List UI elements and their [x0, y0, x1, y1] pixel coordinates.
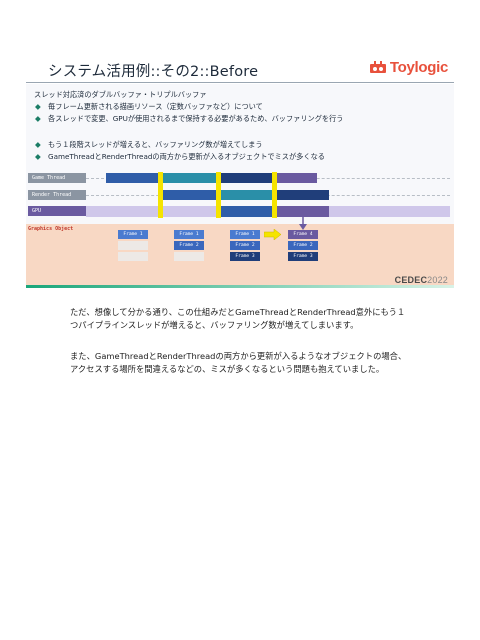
frame-buffer: Frame 1	[118, 230, 148, 239]
cedec-logo: CEDEC2022	[394, 275, 448, 285]
row-label-game-thread: Game Thread	[28, 173, 86, 183]
bullet-item: ◆ もう１段階スレッドが増えると、バッファリング数が増えてしまう	[35, 140, 263, 149]
slide-title: システム活用例::その2::Before	[48, 64, 259, 80]
gpu-bar	[221, 206, 273, 217]
frame-buffer-empty	[118, 241, 148, 250]
bullet-item: ◆ 各スレッドで変更、GPUが使用されるまで保持する必要があるため、バッファリン…	[35, 114, 344, 123]
frame-buffer: Frame 4	[288, 230, 318, 239]
game-thread-bar	[163, 173, 217, 183]
sync-bar	[216, 172, 221, 218]
slide: システム活用例::その2::Before Toylogic スレッド対応済のダブ…	[26, 50, 454, 288]
title-divider	[26, 82, 454, 83]
frame-buffer-empty	[118, 252, 148, 261]
gpu-bar	[277, 206, 329, 217]
game-thread-bar	[106, 173, 158, 183]
logo-text: Toylogic	[389, 59, 448, 76]
frame-buffer: Frame 2	[288, 241, 318, 250]
bullet-item: ◆ 毎フレーム更新される描画リソース（定数バッファなど）について	[35, 102, 263, 111]
robot-icon	[369, 61, 388, 74]
diamond-icon: ◆	[35, 102, 41, 111]
diamond-icon: ◆	[35, 114, 41, 123]
pipeline-diagram: Game Thread Render Thread GPU Graphics O…	[26, 172, 454, 288]
toylogic-logo: Toylogic	[369, 59, 448, 76]
render-thread-bar	[221, 190, 273, 200]
slide-subtitle: スレッド対応済のダブルバッファ・トリプルバッファ	[34, 90, 207, 99]
frame-buffer: Frame 3	[230, 252, 260, 261]
diamond-icon: ◆	[35, 152, 41, 161]
footer-accent-line	[26, 285, 454, 288]
row-label-render-thread: Render Thread	[28, 190, 86, 200]
body-paragraph: ただ、想像して分かる通り、この仕組みだとGameThreadとRenderThr…	[70, 307, 406, 330]
sync-bar	[272, 172, 277, 218]
render-thread-bar	[163, 190, 217, 200]
frame-buffer: Frame 1	[174, 230, 204, 239]
down-arrow-icon	[299, 216, 307, 230]
game-thread-bar	[277, 173, 317, 183]
row-label-graphics-object: Graphics Object	[28, 226, 74, 232]
body-paragraph: また、GameThreadとRenderThreadの両方から更新が入るようなオ…	[70, 351, 407, 374]
sync-bar	[158, 172, 163, 218]
game-thread-bar	[221, 173, 273, 183]
frame-buffer: Frame 3	[288, 252, 318, 261]
frame-buffer: Frame 2	[230, 241, 260, 250]
frame-buffer: Frame 2	[174, 241, 204, 250]
render-thread-bar	[277, 190, 329, 200]
diamond-icon: ◆	[35, 140, 41, 149]
row-label-gpu: GPU	[28, 206, 86, 216]
bullet-item: ◆ GameThreadとRenderThreadの両方から更新が入るオブジェク…	[35, 152, 325, 161]
frame-buffer: Frame 1	[230, 230, 260, 239]
frame-buffer-empty	[174, 252, 204, 261]
right-arrow-icon	[264, 229, 282, 240]
